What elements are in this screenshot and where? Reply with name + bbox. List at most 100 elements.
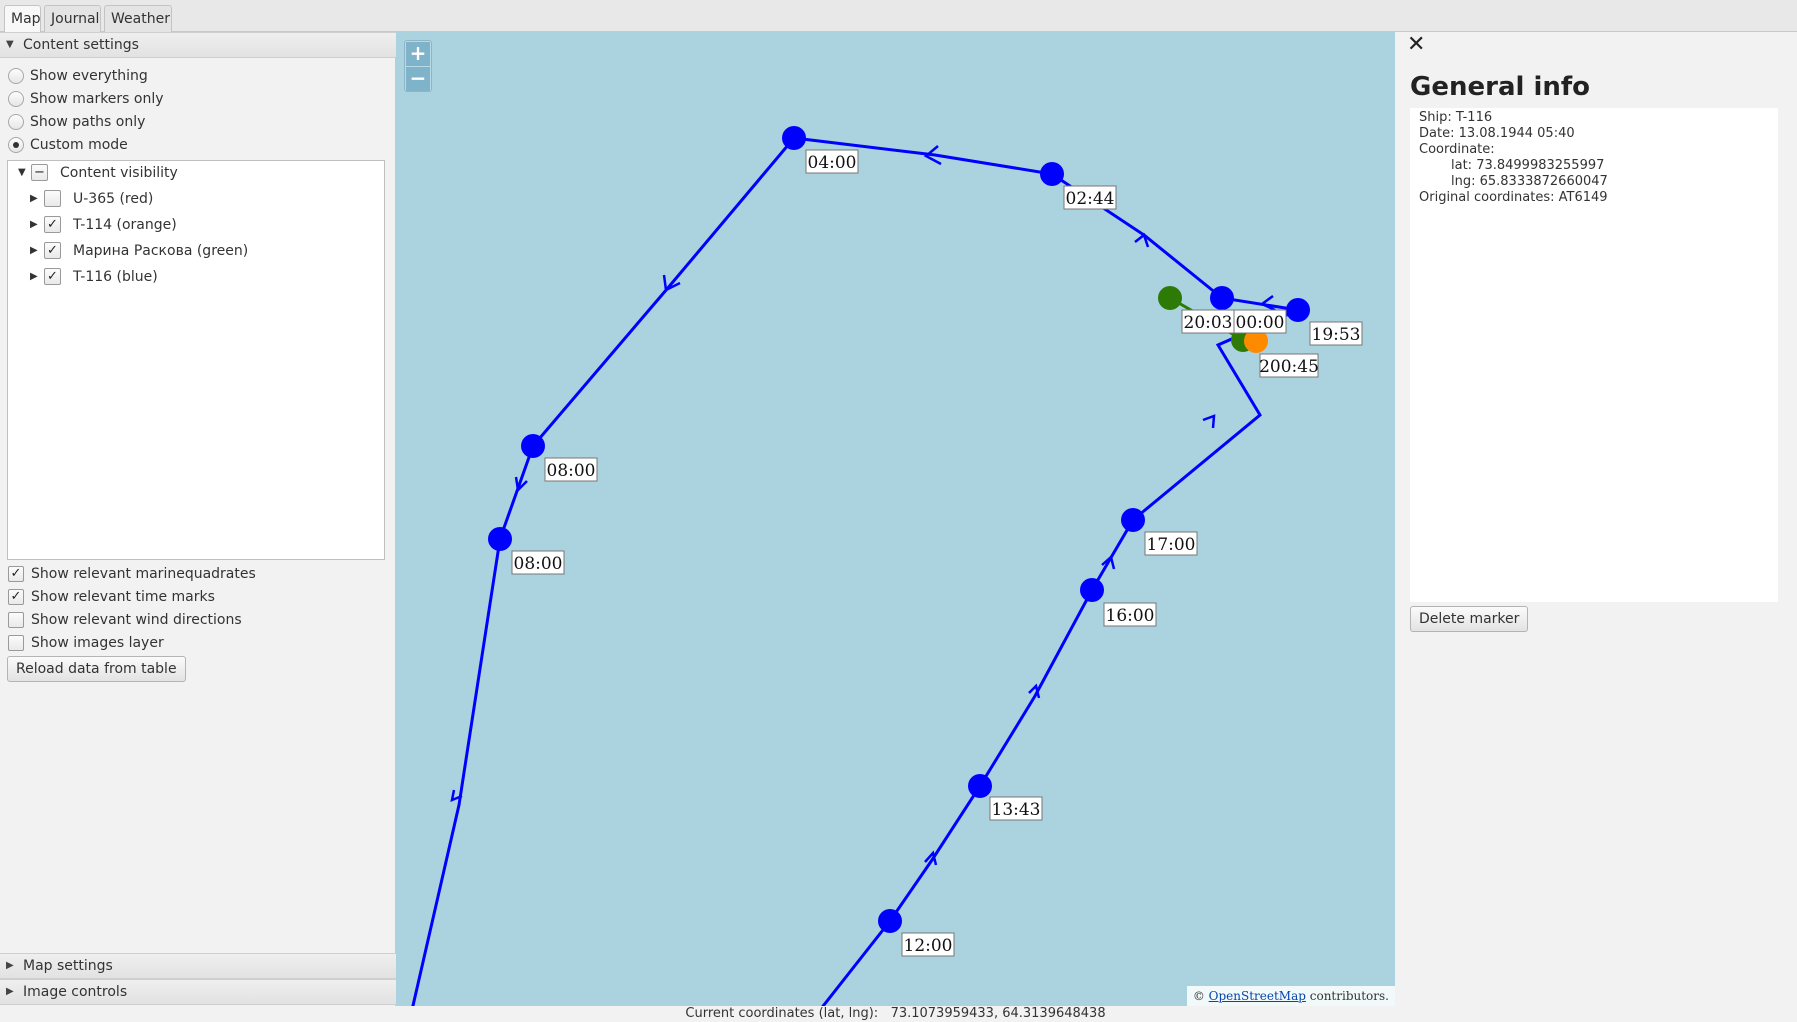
blue-marker[interactable] [1286,298,1310,322]
image-controls-label: Image controls [23,984,128,1000]
radio-button-selected-icon [8,137,24,153]
left-panel: ▼ Content settings Show everything Show … [0,32,396,1006]
svg-text:08:00: 08:00 [514,554,563,574]
blue-marker[interactable] [968,774,992,798]
checkbox-wind-directions[interactable]: Show relevant wind directions [8,610,242,630]
tree-checkbox[interactable] [44,190,61,207]
tree-expand-right-icon[interactable]: ▶ [30,271,38,282]
blue-marker[interactable] [782,126,806,150]
info-ship: Ship: T-116 [1419,110,1493,125]
unchecked-box-icon [8,635,24,651]
map-attribution: © OpenStreetMap contributors. [1186,986,1395,1006]
green-marker[interactable] [1158,286,1182,310]
image-controls-header[interactable]: ▶ Image controls [0,979,396,1005]
zoom-in-button[interactable]: + [406,42,430,66]
tree-expand-down-icon[interactable]: ▼ [18,167,26,178]
chevron-right-icon: ▶ [6,960,14,971]
checkmark-icon: ✓ [8,589,24,605]
svg-text:17:00: 17:00 [1147,535,1196,555]
time-label: 08:00 [544,457,598,482]
tree-item-t114[interactable]: ▶ ✓ T-114 (orange) [8,214,384,236]
reload-data-button[interactable]: Reload data from table [7,656,186,682]
copyright-symbol: © [1192,989,1205,1003]
checkmark-icon[interactable]: ✓ [44,268,61,285]
blue-marker[interactable] [1040,162,1064,186]
checkmark-icon[interactable]: ✓ [44,242,61,259]
content-settings-header[interactable]: ▼ Content settings [0,32,396,58]
zoom-control: + − [404,40,432,92]
delete-marker-button[interactable]: Delete marker [1410,606,1529,632]
close-icon[interactable]: ✕ [1407,32,1426,57]
tree-item-t116[interactable]: ▶ ✓ T-116 (blue) [8,266,384,288]
checkbox-label: Show relevant time marks [31,589,215,605]
tab-map[interactable]: Map [4,5,41,32]
radio-show-markers-only[interactable]: Show markers only [8,89,164,109]
openstreetmap-link[interactable]: OpenStreetMap [1208,989,1306,1003]
tree-item-marina-raskova[interactable]: ▶ ✓ Марина Раскова (green) [8,240,384,262]
tree-root-label: Content visibility [60,165,178,181]
content-settings-label: Content settings [23,37,139,53]
blue-marker[interactable] [1210,286,1234,310]
time-label: 19:53 [1309,321,1363,346]
info-date: Date: 13.08.1944 05:40 [1419,126,1575,141]
map-layer[interactable]: 04:00 02:44 20:03 00:00 19:53 200:45 [396,32,1395,1006]
tree-expand-right-icon[interactable]: ▶ [30,245,38,256]
checkbox-time-marks[interactable]: ✓ Show relevant time marks [8,587,215,607]
checkbox-images-layer[interactable]: Show images layer [8,633,164,653]
time-label: 16:00 [1103,602,1157,627]
tree-root-content-visibility[interactable]: ▼ − Content visibility [8,162,384,184]
radio-button-icon [8,68,24,84]
radio-custom-mode[interactable]: Custom mode [8,135,128,155]
svg-text:08:00: 08:00 [547,461,596,481]
chevron-right-icon: ▶ [6,986,14,997]
map-settings-label: Map settings [23,958,113,974]
time-label: 00:00 [1233,309,1287,334]
tab-journal[interactable]: Journal [44,5,101,32]
checkbox-label: Show relevant wind directions [31,612,242,628]
info-content: Ship: T-116 Date: 13.08.1944 05:40 Coord… [1410,108,1778,602]
svg-text:04:00: 04:00 [808,153,857,173]
radio-show-paths-only[interactable]: Show paths only [8,112,145,132]
svg-text:00:00: 00:00 [1236,313,1285,333]
svg-text:200:45: 200:45 [1259,357,1319,377]
info-lng: lng: 65.8333872660047 [1451,174,1608,189]
time-label: 12:00 [901,932,955,957]
info-coordinate-label: Coordinate: [1419,142,1495,157]
svg-text:16:00: 16:00 [1106,606,1155,626]
tab-weather[interactable]: Weather [104,5,172,32]
tree-item-u365[interactable]: ▶ U-365 (red) [8,188,384,210]
checkmark-icon[interactable]: ✓ [44,216,61,233]
time-label: 200:45 [1259,353,1319,378]
svg-text:12:00: 12:00 [904,936,953,956]
blue-marker[interactable] [1121,508,1145,532]
content-visibility-tree: ▼ − Content visibility ▶ U-365 (red) ▶ ✓… [7,160,385,560]
time-label: 08:00 [511,550,565,575]
svg-text:02:44: 02:44 [1066,189,1115,209]
radio-show-everything[interactable]: Show everything [8,66,148,86]
chevron-down-icon: ▼ [6,39,14,50]
radio-label: Show markers only [30,91,164,107]
svg-text:19:53: 19:53 [1312,325,1361,345]
time-label: 04:00 [805,149,859,174]
time-label: 17:00 [1144,531,1198,556]
tab-bar: Map Journal Weather [0,0,1797,32]
attribution-suffix: contributors. [1309,989,1389,1003]
orange-marker[interactable] [1244,329,1268,353]
time-label: 13:43 [989,796,1043,821]
info-original-coordinates: Original coordinates: AT6149 [1419,190,1608,205]
svg-text:20:03: 20:03 [1184,313,1233,333]
tree-expand-right-icon[interactable]: ▶ [30,193,38,204]
blue-marker[interactable] [488,527,512,551]
blue-marker[interactable] [878,909,902,933]
map-settings-header[interactable]: ▶ Map settings [0,953,396,979]
tree-expand-right-icon[interactable]: ▶ [30,219,38,230]
info-title: General info [1410,72,1591,102]
tree-item-label: T-114 (orange) [73,217,177,233]
partial-check-icon[interactable]: − [31,164,48,181]
map-view[interactable]: 04:00 02:44 20:03 00:00 19:53 200:45 [396,32,1395,1006]
checkbox-marinequadrates[interactable]: ✓ Show relevant marinequadrates [8,564,256,584]
blue-marker[interactable] [1080,578,1104,602]
zoom-out-button[interactable]: − [406,67,430,91]
blue-marker[interactable] [521,434,545,458]
checkmark-icon: ✓ [8,566,24,582]
